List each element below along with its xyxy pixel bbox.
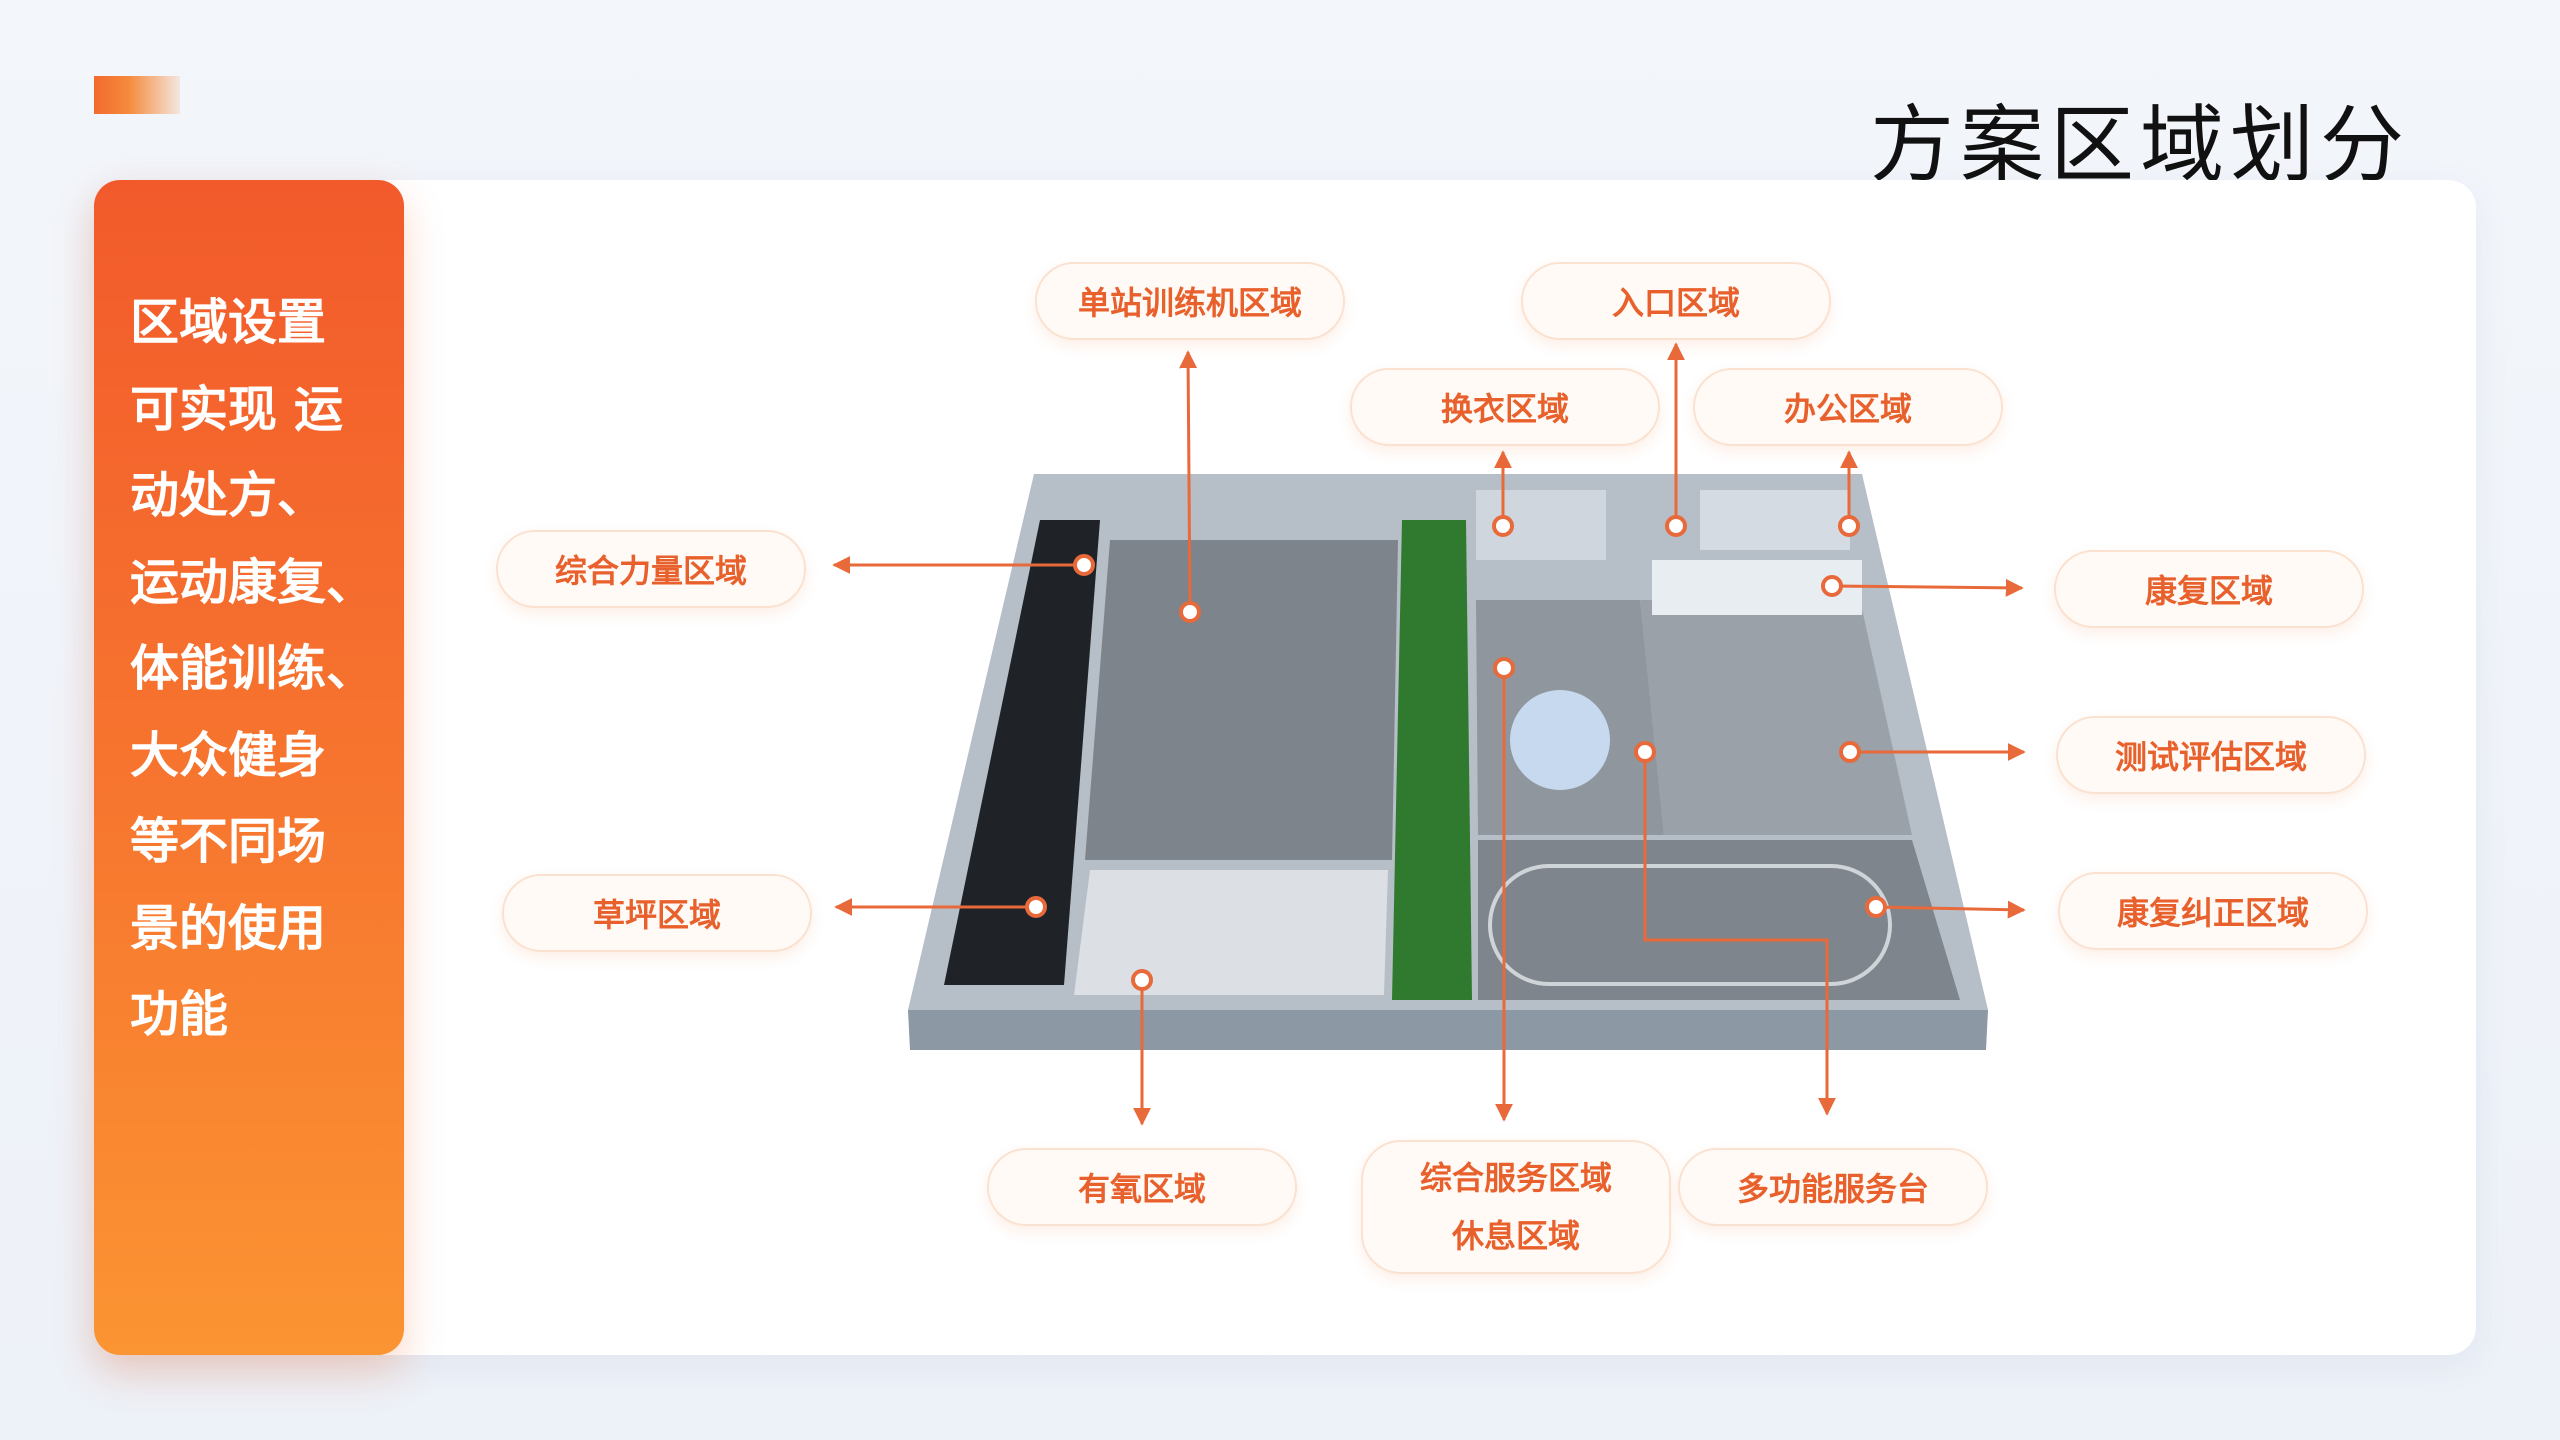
aerobic-floor (1074, 870, 1388, 995)
label-single-station: 单站训练机区域 (1035, 262, 1345, 340)
hotspot-lawn (1025, 896, 1047, 918)
hotspot-office (1838, 515, 1860, 537)
strength-floor (944, 520, 1100, 985)
hotspot-testing (1839, 741, 1861, 763)
rehab-floor (1640, 600, 1912, 835)
leader-lines (832, 342, 2026, 1126)
office-room (1700, 490, 1850, 550)
hotspot-single-station (1179, 601, 1201, 623)
label-service-line: 综合服务区域 (1419, 1159, 1612, 1197)
label-changing: 换衣区域 (1350, 368, 1660, 446)
side-panel: 区域设置 可实现 运 动处方、 运动康复、 体能训练、 大众健身 等不同场 景的… (94, 180, 404, 1355)
floor-plan (908, 474, 1988, 1050)
label-service: 综合服务区域 休息区域 (1361, 1140, 1671, 1274)
hotspot-aerobic (1131, 969, 1153, 991)
hotspot-correction (1865, 896, 1887, 918)
label-service-line: 休息区域 (1451, 1217, 1580, 1255)
hotspot-strength (1073, 554, 1095, 576)
label-rehab: 康复区域 (2054, 550, 2364, 628)
hotspot-rehab (1821, 575, 1843, 597)
hotspot-front-desk (1634, 741, 1656, 763)
side-line: 等不同场 (130, 813, 327, 870)
hotspot-entrance (1665, 515, 1687, 537)
label-front-desk: 多功能服务台 (1678, 1148, 1988, 1226)
side-line: 大众健身 (130, 726, 327, 784)
label-correction: 康复纠正区域 (2058, 872, 2368, 950)
hotspot-changing (1492, 515, 1514, 537)
track-floor (1478, 840, 1960, 1000)
hotspots (1025, 515, 1887, 991)
hotspot-service (1493, 657, 1515, 679)
side-line: 区域设置 (130, 294, 327, 351)
side-line: 可实现 运 (130, 380, 344, 438)
label-entrance: 入口区域 (1521, 262, 1831, 340)
corner-accent-mark (94, 76, 180, 114)
label-aerobic: 有氧区域 (987, 1148, 1297, 1226)
side-line: 运动康复、 (130, 553, 376, 611)
line-front-desk (1643, 752, 1836, 1116)
label-testing: 测试评估区域 (2056, 716, 2366, 794)
turf-lane (1392, 520, 1472, 1000)
service-round-desk (1510, 690, 1610, 790)
page-title: 方案区域划分 (1869, 96, 2410, 194)
line-single-station (1179, 350, 1198, 613)
line-correction (1875, 900, 2026, 919)
building-front-wall (908, 1010, 1988, 1050)
side-line: 动处方、 (130, 467, 327, 524)
track-ring (1488, 864, 1892, 986)
label-strength: 综合力量区域 (496, 530, 806, 608)
line-rehab (1831, 578, 2024, 597)
side-line: 景的使用 (130, 899, 327, 957)
label-lawn: 草坪区域 (502, 874, 812, 952)
side-line: 体能训练、 (130, 640, 376, 697)
label-office: 办公区域 (1693, 368, 2003, 446)
side-line: 功能 (130, 986, 229, 1043)
machine-floor (1085, 540, 1398, 860)
side-description: 区域设置 可实现 运 动处方、 运动康复、 体能训练、 大众健身 等不同场 景的… (130, 280, 380, 1059)
